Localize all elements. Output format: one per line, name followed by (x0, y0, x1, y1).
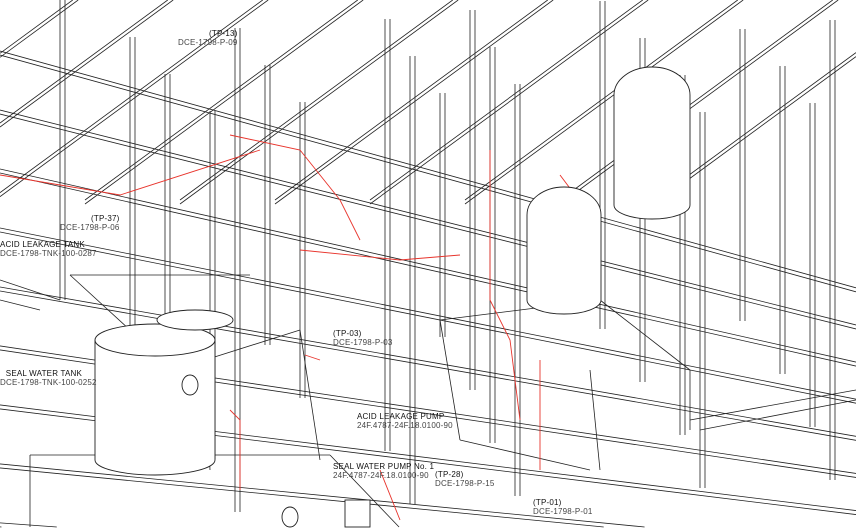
label-seal-water-pump[interactable]: SEAL WATER PUMP No. 1 24F.4787-24F.18.01… (333, 462, 434, 480)
beam (84, 0, 364, 205)
beam (0, 522, 57, 528)
beam (0, 109, 856, 326)
beam (0, 0, 269, 197)
beam (464, 0, 744, 205)
tag-text: ACID LEAKAGE TANK (0, 240, 85, 249)
tag-text: SEAL WATER TANK (5, 369, 82, 378)
grating (69, 274, 131, 331)
beam (0, 463, 645, 528)
beam (0, 0, 79, 58)
label-tp13[interactable]: (TP-13) DCE-1798-P-09 (178, 29, 238, 47)
beam (0, 286, 856, 437)
tag-text: SEAL WATER PUMP No. 1 (333, 462, 435, 471)
tag-text: (TP-28) (435, 470, 464, 479)
pumps (181, 374, 371, 528)
beam (0, 227, 856, 400)
beam (0, 0, 263, 193)
beam (369, 0, 649, 205)
tag-text: (TP-03) (333, 329, 362, 338)
label-tp37[interactable]: (TP-37) DCE-1798-P-06 (60, 214, 120, 232)
walkway (204, 329, 301, 361)
platform-edge (599, 299, 691, 371)
drawing-number: DCE-1798-P-03 (333, 338, 393, 347)
beam (0, 113, 856, 330)
beam (0, 50, 856, 289)
beam (0, 168, 856, 363)
seal-water-tank (94, 340, 216, 476)
platform-edge (459, 439, 591, 471)
beam (0, 172, 856, 367)
label-acid-leakage-pump[interactable]: ACID LEAKAGE PUMP 24F.4787-24F.18.0100-9… (357, 412, 453, 430)
beam (84, 0, 358, 201)
platform-edge (589, 369, 601, 471)
beam (0, 0, 73, 54)
beam (274, 0, 554, 205)
drawing-number: DCE-1798-P-01 (533, 507, 593, 516)
drawing-number: 24F.4787-24F.18.0100-90 (333, 471, 429, 480)
base-slab (329, 454, 400, 528)
tag-text: (TP-37) (91, 214, 120, 223)
tag-text: ACID LEAKAGE PUMP (357, 412, 445, 421)
floor-edge (699, 399, 856, 431)
vessel-center (526, 186, 602, 315)
beam (274, 0, 548, 201)
vessel-right (613, 66, 691, 220)
acid-leakage-tank (156, 309, 234, 331)
beam (179, 0, 459, 205)
drawing-number: 24F.4787-24F.18.0100-90 (357, 421, 453, 430)
drawing-number: DCE-1798-TNK-100-0252 (0, 378, 97, 387)
label-tp28[interactable]: (TP-28) DCE-1798-P-15 (435, 470, 495, 488)
floor-edge (689, 389, 856, 421)
beam (464, 0, 738, 201)
drawing-number: DCE-1798-TNK-100-0287 (0, 249, 97, 258)
label-tp03[interactable]: (TP-03) DCE-1798-P-03 (333, 329, 393, 347)
beam (0, 54, 856, 293)
tag-text: (TP-13) (209, 29, 238, 38)
floor-edge (0, 299, 41, 311)
beam (559, 0, 839, 205)
drawing-number: DCE-1798-P-06 (60, 223, 120, 232)
beam (0, 0, 168, 124)
tanks (94, 66, 691, 476)
platform-edge (439, 319, 461, 441)
beam (179, 0, 453, 201)
red-pipes (0, 134, 576, 521)
floor-edge (0, 279, 61, 301)
seal-water-pump-motor (344, 499, 371, 528)
walkway (299, 329, 321, 461)
label-tp01[interactable]: (TP-01) DCE-1798-P-01 (533, 498, 593, 516)
tag-text: (TP-01) (533, 498, 562, 507)
beam (0, 0, 174, 128)
beam (369, 0, 643, 201)
drawing-number: DCE-1798-P-15 (435, 479, 495, 488)
beam (0, 231, 856, 404)
beam (559, 0, 833, 201)
label-seal-water-tank[interactable]: SEAL WATER TANK DCE-1798-TNK-100-0252 (0, 369, 97, 387)
drawing-number: DCE-1798-P-09 (178, 38, 238, 47)
label-acid-leakage-tank[interactable]: ACID LEAKAGE TANK DCE-1798-TNK-100-0287 (0, 240, 97, 258)
beam (0, 467, 604, 528)
